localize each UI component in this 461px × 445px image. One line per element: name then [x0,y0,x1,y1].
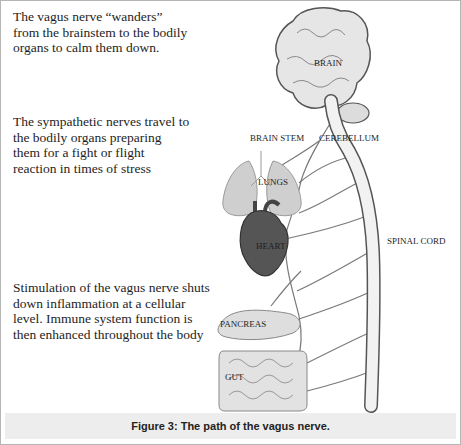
lung-shape [267,161,301,216]
nerve-line [299,156,353,183]
brain-drawing [276,8,370,123]
pancreas-shape [218,310,300,339]
gut-shape [219,351,307,411]
note-text: The sympathetic nerves travel to the bod… [13,114,191,176]
part-name: LUNGS [258,177,288,188]
note-text: Stimulation of the vagus nerve shuts dow… [13,280,211,342]
brain-gyri [287,29,349,87]
nerve-line [299,181,361,213]
part-name: SPINAL CORD [387,236,445,247]
nerve-line [299,291,372,319]
part-name: BRAIN STEM [250,133,304,144]
vagus-line [279,141,319,167]
nerve-line [285,216,367,239]
figure-caption: Figure 3: The path of the vagus nerve. [5,413,456,439]
spinal-cord-fill [331,101,374,406]
spinal-cord-outline [331,101,374,406]
gut-drawing [219,351,307,411]
lung-shape [223,161,257,216]
part-name: CEREBELLUM [319,133,379,144]
nerve-line [307,331,373,363]
nerve-line [307,371,372,391]
brain-shape [276,8,370,108]
note-text: The vagus nerve “wanders” from the brain… [13,9,191,56]
heart-shape [240,211,288,276]
part-name: HEART [256,241,285,252]
nerve-line [297,251,371,291]
part-name: GUT [225,372,244,383]
heart-drawing [240,201,288,276]
part-name: BRAIN [314,58,342,69]
part-name: PANCREAS [220,319,266,330]
spinal-cord-drawing [331,101,374,406]
lungs-drawing [223,151,301,216]
vagus-line [271,271,301,306]
